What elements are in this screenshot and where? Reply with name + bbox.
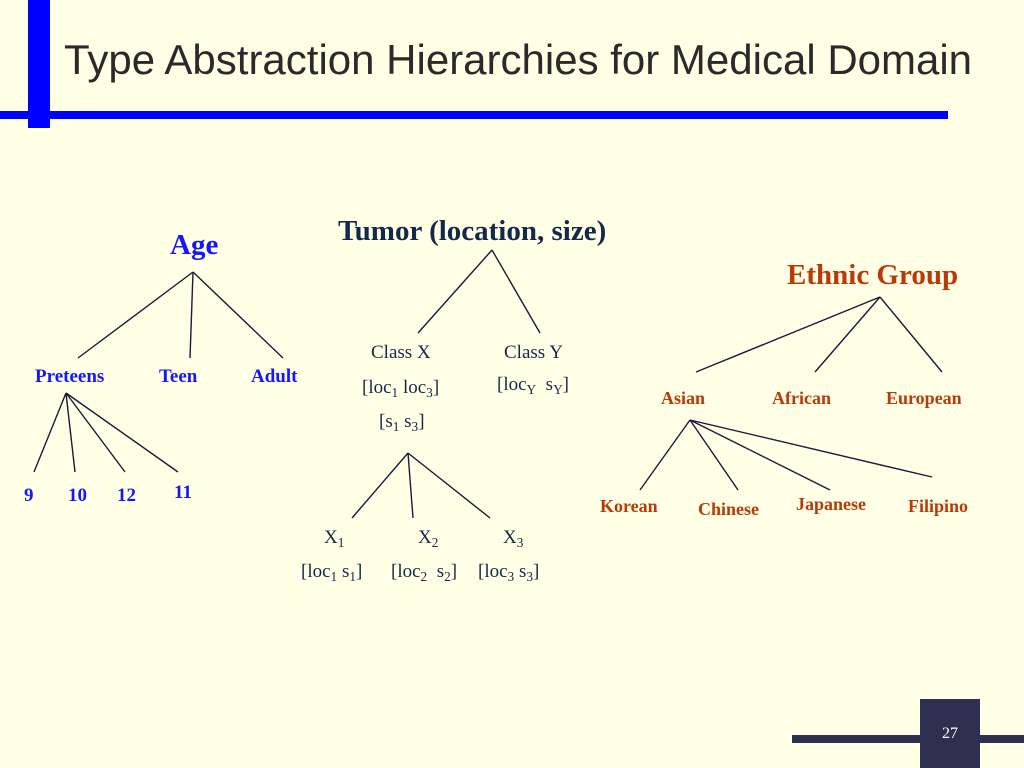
edge-ethnic-asian xyxy=(695,296,881,373)
class-x-size-range: [s1 s3] xyxy=(379,411,425,434)
edge-tumor-classx xyxy=(417,249,493,334)
ethnic-leaf-japanese: Japanese xyxy=(796,494,867,514)
title-accent-bar-horizontal xyxy=(0,111,948,119)
ethnic-node-african: African xyxy=(772,388,831,408)
ethnic-root-node: Ethnic Group xyxy=(787,259,959,291)
edge-preteens-9 xyxy=(33,392,67,473)
age-leaf-12: 12 xyxy=(117,485,136,506)
ethnic-leaf-filipino: Filipino xyxy=(908,496,969,516)
edge-asian-korean xyxy=(639,419,691,491)
x3-attributes: [loc3 s3] xyxy=(478,561,540,584)
tumor-node-class-x: Class X xyxy=(371,342,431,363)
edge-ethnic-african xyxy=(814,296,881,373)
class-y-attributes: [locY sY] xyxy=(497,374,569,397)
edge-ethnic-european xyxy=(879,296,943,373)
x2-attributes: [loc2 s2] xyxy=(391,561,458,584)
age-leaf-11: 11 xyxy=(174,482,192,503)
tumor-tree-edges xyxy=(351,249,541,519)
tumor-leaf-x1: X1 xyxy=(324,527,345,550)
age-leaf-9: 9 xyxy=(24,485,34,506)
age-leaf-10: 10 xyxy=(68,485,87,506)
edge-preteens-11 xyxy=(65,392,179,473)
edge-preteens-12 xyxy=(65,392,126,473)
x1-attributes: [loc1 s1] xyxy=(301,561,363,584)
footer-bar xyxy=(792,735,1024,743)
edge-preteens-10 xyxy=(65,392,76,473)
edge-classx-x2 xyxy=(407,452,414,519)
page-number-box: 27 xyxy=(920,699,980,768)
age-node-adult: Adult xyxy=(251,366,298,387)
age-tree-edges xyxy=(33,271,284,473)
ethnic-leaf-chinese: Chinese xyxy=(698,499,760,519)
edge-age-adult xyxy=(192,271,284,359)
edge-asian-filipino xyxy=(689,419,933,478)
ethnic-node-european: European xyxy=(886,388,962,408)
slide-title: Type Abstraction Hierarchies for Medical… xyxy=(64,36,973,83)
edge-asian-chinese xyxy=(689,419,739,491)
edge-age-teen xyxy=(189,271,194,359)
tumor-leaf-x2: X2 xyxy=(418,527,439,550)
tumor-leaf-x3: X3 xyxy=(503,527,524,550)
age-node-preteens: Preteens xyxy=(35,366,105,387)
edge-asian-japanese xyxy=(689,419,831,491)
tumor-node-class-y: Class Y xyxy=(504,342,563,363)
edge-age-preteens xyxy=(77,271,194,359)
age-node-teen: Teen xyxy=(159,366,198,387)
edge-classx-x3 xyxy=(407,452,491,519)
ethnic-leaf-korean: Korean xyxy=(600,496,658,516)
ethnic-node-asian: Asian xyxy=(661,388,706,408)
title-accent-bar-vertical xyxy=(28,0,50,128)
ethnic-tree-edges xyxy=(639,296,943,491)
tumor-root-node: Tumor (location, size) xyxy=(338,215,607,247)
class-x-location-range: [loc1 loc3] xyxy=(362,377,440,400)
edge-classx-x1 xyxy=(351,452,409,519)
age-root-node: Age xyxy=(170,229,219,261)
edge-tumor-classy xyxy=(491,249,541,334)
page-number: 27 xyxy=(942,724,958,742)
